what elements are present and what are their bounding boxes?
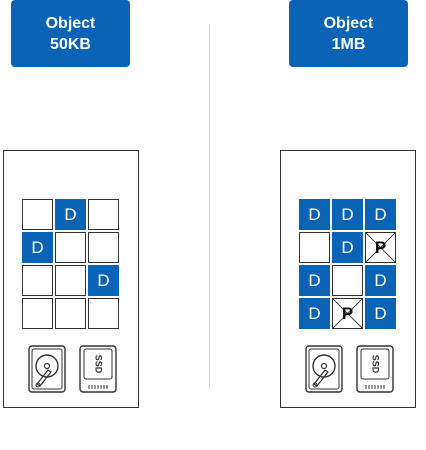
data-block-label: D xyxy=(341,237,354,257)
parity-block-label: P xyxy=(341,303,354,323)
parity-block: P xyxy=(332,298,363,329)
data-block-label: D xyxy=(308,270,321,290)
data-block-label: D xyxy=(341,204,354,224)
empty-block xyxy=(332,265,363,296)
ssd-icon: SSD xyxy=(356,345,394,393)
data-block-label: D xyxy=(374,204,387,224)
badge-title: Object xyxy=(45,14,96,32)
data-block: D xyxy=(88,265,119,296)
data-block-label: D xyxy=(308,303,321,323)
hard-disk-icon xyxy=(305,345,343,393)
hard-disk-icon xyxy=(28,345,66,393)
empty-block xyxy=(22,265,53,296)
data-block-label: D xyxy=(308,204,321,224)
empty-block xyxy=(55,232,86,263)
object-size-badge-1mb: Object 1MB xyxy=(289,0,408,67)
data-block: D xyxy=(22,232,53,263)
data-block: D xyxy=(299,265,330,296)
data-block: D xyxy=(332,199,363,230)
data-block: D xyxy=(299,298,330,329)
data-block-label: D xyxy=(374,270,387,290)
empty-block xyxy=(55,265,86,296)
empty-block xyxy=(22,199,53,230)
empty-block xyxy=(88,199,119,230)
ssd-label: SSD xyxy=(371,355,381,374)
data-block: D xyxy=(365,265,396,296)
data-block: D xyxy=(299,199,330,230)
badge-size: 1MB xyxy=(331,35,366,53)
data-block: D xyxy=(365,298,396,329)
badge-title: Object xyxy=(323,14,374,32)
data-block-label: D xyxy=(31,237,44,257)
empty-block xyxy=(88,298,119,329)
empty-block xyxy=(55,298,86,329)
empty-block xyxy=(22,298,53,329)
empty-block xyxy=(299,232,330,263)
data-block: D xyxy=(55,199,86,230)
badge-size: 50KB xyxy=(50,35,91,53)
data-block: D xyxy=(365,199,396,230)
parity-block-label: P xyxy=(374,237,387,257)
object-size-badge-50kb: Object 50KB xyxy=(11,0,130,67)
data-block: D xyxy=(332,232,363,263)
ssd-label: SSD xyxy=(94,355,104,374)
data-block-label: D xyxy=(64,204,77,224)
center-divider xyxy=(209,24,210,388)
empty-block xyxy=(88,232,119,263)
ssd-icon: SSD xyxy=(79,345,117,393)
data-block-label: D xyxy=(97,270,110,290)
data-block-label: D xyxy=(374,303,387,323)
parity-block: P xyxy=(365,232,396,263)
